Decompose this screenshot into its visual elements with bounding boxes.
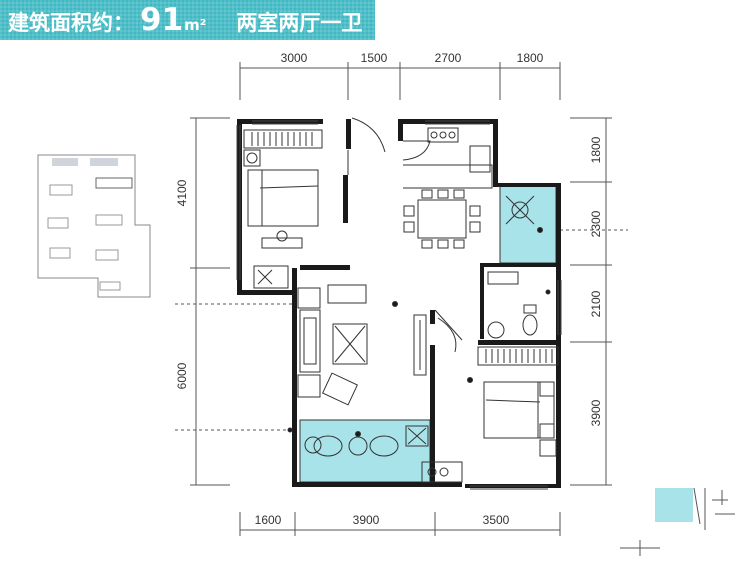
layout-type: 两室两厅一卫 xyxy=(236,11,363,35)
nightstand-north xyxy=(243,149,261,167)
area-value: 91 xyxy=(140,2,184,38)
side-sofa xyxy=(327,284,367,304)
table-balcony-north xyxy=(511,201,529,219)
bedroom-south xyxy=(467,346,559,457)
dim-top-1: 3000 xyxy=(281,51,308,65)
title-banner: 建筑面积约： 91 m² 两室两厅一卫 xyxy=(0,0,375,40)
stove xyxy=(427,127,459,143)
tv-cabinet-north xyxy=(253,265,289,289)
kitchen xyxy=(403,127,493,189)
dim-left-1: 4100 xyxy=(175,179,189,206)
dim-top-4: 1800 xyxy=(517,51,544,65)
doors xyxy=(347,117,463,353)
lounge-chair xyxy=(321,372,359,406)
chair-balcony-left xyxy=(313,435,343,457)
dimension-dashes xyxy=(175,229,628,431)
dim-top-2: 1500 xyxy=(361,51,388,65)
armchair-top xyxy=(297,287,321,309)
nightstand-south xyxy=(539,439,557,457)
sofa xyxy=(299,309,321,373)
windows xyxy=(236,120,562,490)
balcony-north-details xyxy=(505,195,543,233)
bed-north xyxy=(247,169,319,227)
dimension-labels: 3000 1500 2700 1800 1600 3900 3500 4100 … xyxy=(175,51,603,527)
toilet xyxy=(522,314,538,336)
living-room xyxy=(287,284,427,433)
dining-area xyxy=(403,189,481,249)
site-thumbnail xyxy=(37,154,151,298)
wardrobe-south xyxy=(477,346,559,366)
dim-bottom-3: 3500 xyxy=(483,513,510,527)
area-unit: m² xyxy=(184,16,207,34)
desk-north xyxy=(261,237,303,249)
dim-bottom-2: 3900 xyxy=(353,513,380,527)
dim-left-2: 6000 xyxy=(175,362,189,389)
wardrobe-north xyxy=(243,129,323,149)
washbasin xyxy=(487,321,505,339)
coffee-table xyxy=(332,323,368,365)
plant xyxy=(304,436,322,454)
bed-south xyxy=(483,381,555,439)
washing-machine xyxy=(405,425,429,447)
chair-balcony-right xyxy=(369,435,399,457)
shower xyxy=(487,271,519,285)
bedroom-north xyxy=(243,129,323,289)
area-label: 建筑面积约： xyxy=(8,11,134,35)
bathroom xyxy=(487,271,551,339)
dim-right-2: 2300 xyxy=(589,210,603,237)
banner-text: 建筑面积约： 91 m² 两室两厅一卫 xyxy=(8,3,362,37)
chair-north xyxy=(276,230,288,242)
dim-right-1: 1800 xyxy=(589,136,603,163)
kitchen-sink xyxy=(469,145,491,173)
compass-mark xyxy=(620,487,735,556)
balcony-south-details xyxy=(304,425,463,483)
dining-table xyxy=(417,199,467,239)
balcony-north xyxy=(499,184,557,264)
sink-cabinet xyxy=(421,461,463,483)
dimension-lines xyxy=(190,62,612,536)
dim-right-4: 3900 xyxy=(589,399,603,426)
armchair-bottom xyxy=(297,374,321,398)
dim-right-3: 2100 xyxy=(589,290,603,317)
dim-top-3: 2700 xyxy=(435,51,462,65)
tv-stand xyxy=(413,314,427,376)
dim-bottom-1: 1600 xyxy=(255,513,282,527)
